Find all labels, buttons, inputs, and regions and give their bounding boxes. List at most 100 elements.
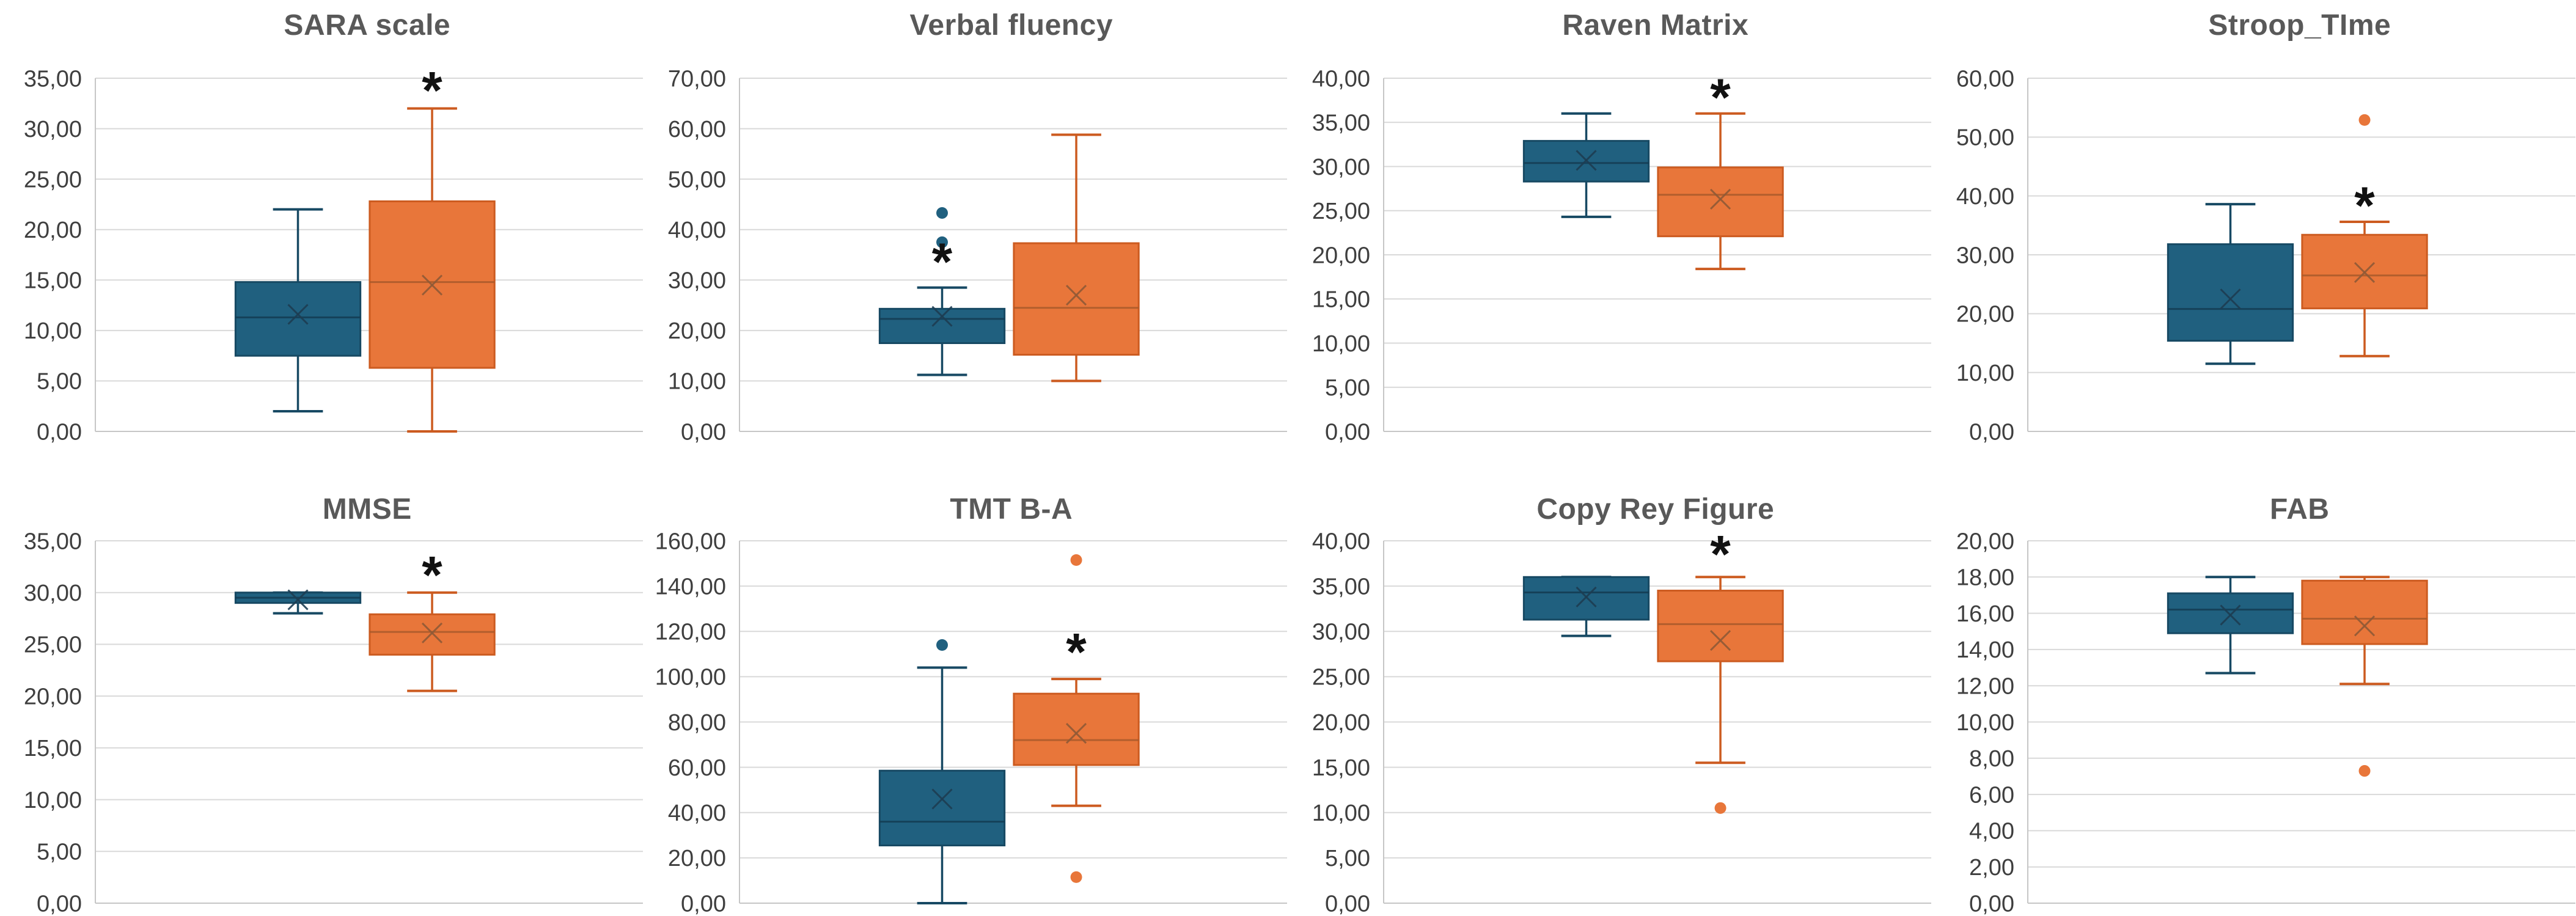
y-tick-label: 30,00	[1312, 155, 1370, 180]
y-tick-label: 4,00	[1969, 819, 2014, 845]
y-tick-label: 20,00	[24, 684, 82, 709]
blue-group-mean-marker	[287, 589, 309, 610]
y-tick-label: 0,00	[1969, 419, 2014, 445]
blue-group-mean-marker	[1576, 586, 1597, 607]
y-tick-label: 8,00	[1969, 746, 2014, 772]
chart-title: Copy Rey Figure	[1536, 493, 1775, 526]
y-tick-label: 20,00	[668, 846, 726, 871]
y-tick-label: 40,00	[1312, 66, 1370, 92]
orange-group-box	[2301, 579, 2428, 645]
blue-group-mean-marker	[2220, 288, 2241, 310]
chart-title: Verbal fluency	[909, 9, 1114, 42]
orange-group-outlier-point	[1714, 802, 1727, 814]
y-tick-label: 140,00	[655, 574, 726, 599]
boxplot-canvas: 0,002,004,006,008,0010,0012,0014,0016,00…	[1956, 529, 2575, 916]
y-tick-label: 30,00	[24, 117, 82, 142]
y-tick-label: 15,00	[1312, 287, 1370, 313]
y-tick-label: 25,00	[1312, 665, 1370, 691]
y-tick-label: 35,00	[1312, 111, 1370, 136]
significance-asterisk: *	[1710, 526, 1731, 584]
chart-title: FAB	[2270, 493, 2330, 526]
blue-group-mean-marker	[1576, 150, 1597, 171]
boxplot-canvas: 0,00 5,00 10,00 15,00 20,00 25,00 30,00 35,00 40…	[1312, 526, 1931, 916]
y-tick-label: 0,00	[1325, 891, 1370, 916]
y-tick-label: 20,00	[668, 318, 726, 344]
blue-group-outlier-point	[936, 207, 949, 219]
y-tick-label: 30,00	[1956, 243, 2014, 268]
orange-group-mean-marker	[1709, 188, 1731, 210]
y-tick-label: 5,00	[1325, 846, 1370, 871]
orange-group-mean-marker	[1065, 284, 1087, 306]
y-tick-label: 5,00	[1325, 375, 1370, 401]
orange-group-mean-marker	[2354, 615, 2376, 637]
y-tick-label: 80,00	[668, 710, 726, 736]
y-tick-label: 40,00	[668, 218, 726, 243]
orange-group-mean-marker	[1709, 630, 1731, 651]
y-tick-label: 50,00	[1956, 125, 2014, 151]
blue-group-mean-marker	[2220, 604, 2241, 626]
y-tick-label: 2,00	[1969, 855, 2014, 881]
orange-group-box	[1657, 166, 1784, 238]
blue-group-box	[1522, 576, 1650, 621]
y-tick-label: 0,00	[37, 419, 82, 445]
y-tick-label: 10,00	[1312, 801, 1370, 826]
orange-group-outlier-point	[1070, 871, 1082, 883]
y-tick-label: 70,00	[668, 66, 726, 92]
y-tick-label: 6,00	[1969, 782, 2014, 808]
chart-title: Stroop_TIme	[2208, 9, 2391, 42]
y-tick-label: 10,00	[1312, 331, 1370, 357]
boxplot-copy-rey-figure: Copy Rey Figure 0,00 5,00 10,00 15,00 20,00 2…	[1288, 458, 1932, 916]
y-tick-label: 0,00	[681, 419, 726, 445]
y-tick-label: 0,00	[1969, 891, 2014, 916]
blue-group-mean-marker	[931, 306, 953, 327]
blue-group-mean-marker	[931, 788, 953, 810]
y-tick-label: 100,00	[655, 665, 726, 691]
y-tick-label: 35,00	[24, 529, 82, 554]
blue-group-box	[234, 281, 362, 357]
y-tick-label: 0,00	[1325, 419, 1370, 445]
orange-group-box	[1013, 692, 1140, 766]
y-tick-label: 15,00	[1312, 755, 1370, 781]
blue-group-outlier-point	[936, 236, 949, 248]
blue-group-mean-marker	[287, 304, 309, 325]
orange-group-outlier-point	[2358, 765, 2371, 777]
y-tick-label: 20,00	[1956, 529, 2014, 554]
y-tick-label: 20,00	[1312, 243, 1370, 268]
y-tick-label: 12,00	[1956, 674, 2014, 700]
y-tick-label: 18,00	[1956, 565, 2014, 591]
significance-asterisk: *	[422, 61, 442, 120]
chart-title: MMSE	[322, 493, 412, 526]
blue-group-box	[2167, 592, 2294, 634]
y-tick-label: 35,00	[24, 66, 82, 92]
boxplot-canvas: 0,0020,0040,0060,0080,00100,00120,00140,…	[655, 529, 1287, 916]
significance-asterisk: *	[1710, 68, 1731, 127]
orange-group-outlier-point	[1070, 554, 1082, 566]
y-tick-label: 20,00	[1312, 710, 1370, 736]
orange-group-mean-marker	[421, 622, 443, 643]
orange-group-box	[369, 613, 496, 656]
y-tick-label: 20,00	[1956, 302, 2014, 328]
orange-group-box	[1013, 242, 1140, 356]
chart-title: SARA scale	[284, 9, 451, 42]
y-tick-label: 40,00	[1312, 529, 1370, 554]
y-tick-label: 10,00	[24, 788, 82, 813]
y-tick-label: 35,00	[1312, 574, 1370, 599]
y-tick-label: 120,00	[655, 620, 726, 645]
y-tick-label: 25,00	[1312, 199, 1370, 224]
chart-title: TMT B-A	[950, 493, 1073, 526]
blue-group-box	[878, 307, 1006, 345]
y-tick-label: 25,00	[24, 632, 82, 658]
y-tick-label: 30,00	[1312, 620, 1370, 645]
y-tick-label: 30,00	[24, 581, 82, 606]
orange-group-box	[1657, 590, 1784, 662]
blue-group-outlier-point	[936, 639, 949, 651]
y-tick-label: 5,00	[37, 369, 82, 395]
y-tick-label: 160,00	[655, 529, 726, 554]
